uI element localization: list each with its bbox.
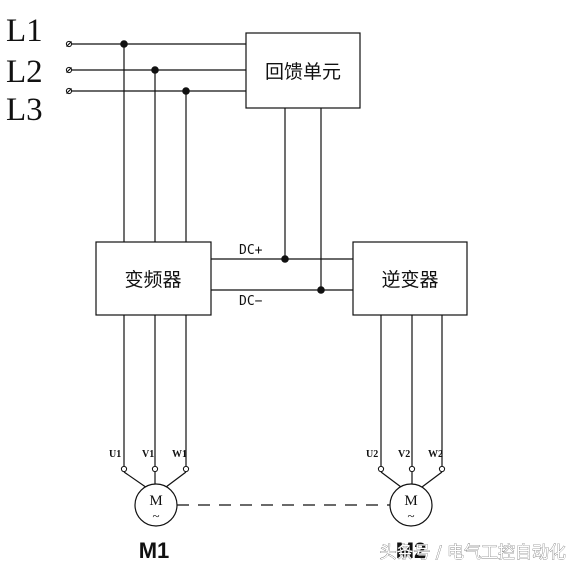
junction-dc-minus [317, 286, 325, 294]
m2-terminal-v [408, 465, 416, 473]
junction-dc-plus [281, 255, 289, 263]
motor-m2-ac: ~ [407, 508, 414, 523]
m2-terminal-w [438, 465, 446, 473]
motor-m2-symbol: M [404, 493, 417, 509]
line-label-l1: L1 [6, 13, 43, 49]
m1-label-v: V1 [142, 449, 154, 460]
m2-label-w: W2 [428, 449, 443, 460]
m2-terminal-u [377, 465, 385, 473]
motor-m1-ac: ~ [152, 508, 159, 523]
motor-m1-name: M1 [139, 538, 170, 563]
watermark-text: 头条号 / 电气工控自动化 [379, 543, 566, 563]
junction-l1 [120, 40, 128, 48]
feedback-unit-block [245, 32, 361, 109]
m2-label-u: U2 [366, 449, 378, 460]
vfd-block [95, 241, 212, 316]
m1-terminal-w [182, 465, 190, 473]
dc-plus-label: DC+ [239, 243, 263, 258]
junction-l3 [182, 87, 190, 95]
motor-m1-symbol: M [149, 493, 162, 509]
line-label-l3: L3 [6, 92, 43, 128]
vfd-label: 变频器 [124, 269, 181, 291]
m1-terminal-u [120, 465, 128, 473]
motor-m2-name: M2 [396, 538, 427, 563]
m2-label-v: V2 [398, 449, 410, 460]
supply-terminals [65, 40, 73, 95]
inverter-block [352, 241, 468, 316]
line-label-l2: L2 [6, 54, 43, 90]
dc-minus-label: DC− [239, 294, 263, 309]
m1-label-w: W1 [172, 449, 187, 460]
junction-l2 [151, 66, 159, 74]
feedback-unit-label: 回馈单元 [265, 61, 341, 83]
inverter-label: 逆变器 [381, 269, 438, 291]
m1-label-u: U1 [109, 449, 121, 460]
m1-terminal-v [151, 465, 159, 473]
